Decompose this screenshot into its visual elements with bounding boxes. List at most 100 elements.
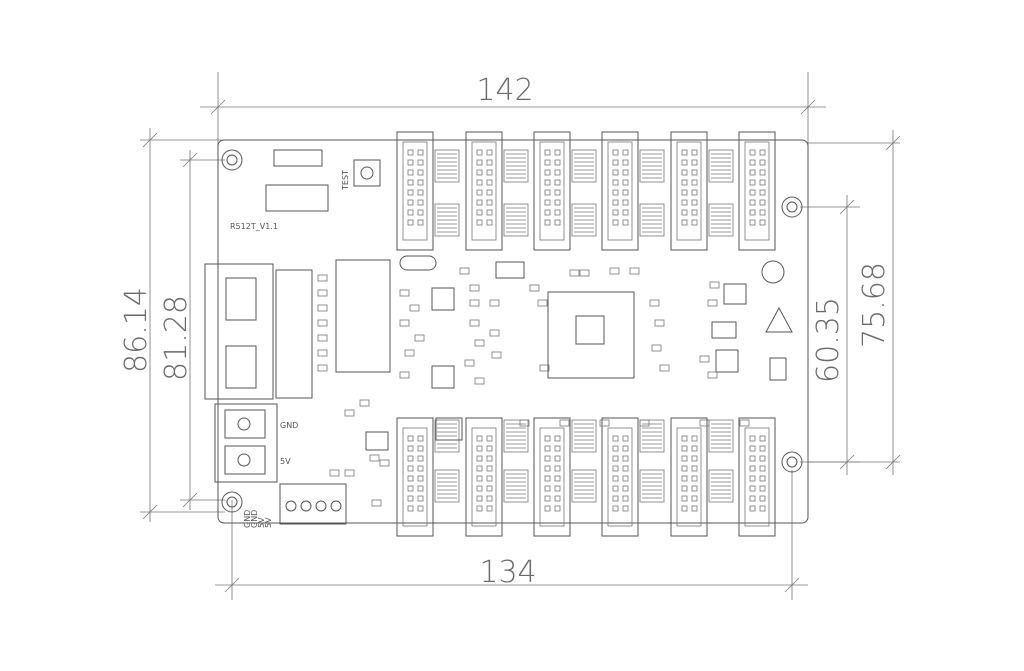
passive-component (537, 299, 548, 307)
dim-left-inner: 81.28 (159, 295, 194, 381)
terminal-block (279, 483, 347, 525)
mounting-holes (221, 149, 803, 513)
passive-component (464, 359, 475, 367)
passive-component (404, 349, 415, 357)
driver-chip (708, 149, 734, 183)
driver-chip (571, 469, 597, 503)
passive-component (317, 349, 328, 357)
passive-component (317, 274, 328, 282)
driver-chip (639, 419, 665, 453)
passive-component (317, 289, 328, 297)
hub-connector (601, 417, 639, 537)
hub-connectors-top (396, 131, 776, 251)
passive-component (654, 319, 665, 327)
passive-component (317, 334, 328, 342)
passive-component (629, 267, 640, 275)
driver-chip (708, 203, 734, 237)
power-block (214, 403, 278, 483)
passive-component (699, 355, 710, 363)
power-pin-label: GND (250, 510, 259, 528)
passive-component (709, 281, 720, 289)
passive-component (329, 469, 340, 477)
hub-connector (670, 417, 708, 537)
passive-component (459, 267, 470, 275)
gnd-label: GND (280, 421, 298, 430)
passive-component (474, 377, 485, 385)
passive-component (317, 304, 328, 312)
passive-components (317, 267, 750, 507)
dim-left-outer: 86.14 (119, 287, 154, 373)
driver-chip (503, 469, 529, 503)
main-processor (547, 291, 635, 379)
passive-component (529, 284, 540, 292)
model-label: R512T_V1.1 (230, 222, 278, 231)
passive-component (707, 371, 718, 379)
hub-connector (533, 417, 571, 537)
passive-component (399, 289, 410, 297)
passive-component (409, 304, 420, 312)
passive-component (649, 299, 660, 307)
passive-component (474, 339, 485, 347)
test-label: TEST (341, 170, 350, 191)
board-outline (217, 139, 809, 524)
driver-chip (639, 149, 665, 183)
passive-component (469, 299, 480, 307)
passive-component (491, 351, 502, 359)
passive-component (344, 409, 355, 417)
passive-component (599, 419, 610, 427)
passive-component (651, 344, 662, 352)
passive-component (469, 284, 480, 292)
compliance-symbols (761, 260, 793, 381)
passive-component (317, 319, 328, 327)
passive-component (317, 364, 328, 372)
passive-component (399, 371, 410, 379)
test-button (353, 159, 381, 187)
passive-component (699, 419, 710, 427)
passive-component (489, 299, 500, 307)
five-v-label: 5V (280, 457, 291, 466)
passive-component (739, 419, 750, 427)
passive-component (344, 469, 355, 477)
power-pin-label: GND (243, 510, 252, 528)
small-headers (265, 149, 329, 212)
driver-chip (639, 469, 665, 503)
passive-component (359, 399, 370, 407)
small-ics (365, 261, 747, 451)
dim-right-outer: 75.68 (857, 262, 892, 348)
passive-component (369, 454, 380, 462)
passive-component (639, 419, 650, 427)
driver-chip (571, 203, 597, 237)
hub-connector (396, 131, 434, 251)
driver-chip (571, 419, 597, 453)
passive-component (489, 329, 500, 337)
hub-connector (738, 131, 776, 251)
passive-component (519, 419, 530, 427)
driver-chip (434, 469, 460, 503)
passive-component (609, 267, 620, 275)
passive-component (414, 334, 425, 342)
power-pin-label: 5V (264, 517, 273, 528)
passive-component (569, 269, 580, 277)
driver-chip (503, 149, 529, 183)
passive-component (579, 269, 590, 277)
passive-component (539, 364, 550, 372)
dimension-lines (140, 72, 901, 600)
dim-bottom-width: 134 (479, 555, 536, 590)
left-ports (204, 263, 313, 400)
hub-connector (670, 131, 708, 251)
memory-chip (335, 259, 391, 373)
driver-chip (708, 419, 734, 453)
driver-chip (434, 419, 460, 453)
power-pin-label: 5V (257, 517, 266, 528)
driver-chip (434, 149, 460, 183)
crystal (399, 255, 437, 271)
passive-component (379, 459, 390, 467)
driver-chip (503, 419, 529, 453)
hub-connector (738, 417, 776, 537)
hub-connector (601, 131, 639, 251)
passive-component (659, 364, 670, 372)
driver-chip (571, 149, 597, 183)
passive-component (371, 499, 382, 507)
